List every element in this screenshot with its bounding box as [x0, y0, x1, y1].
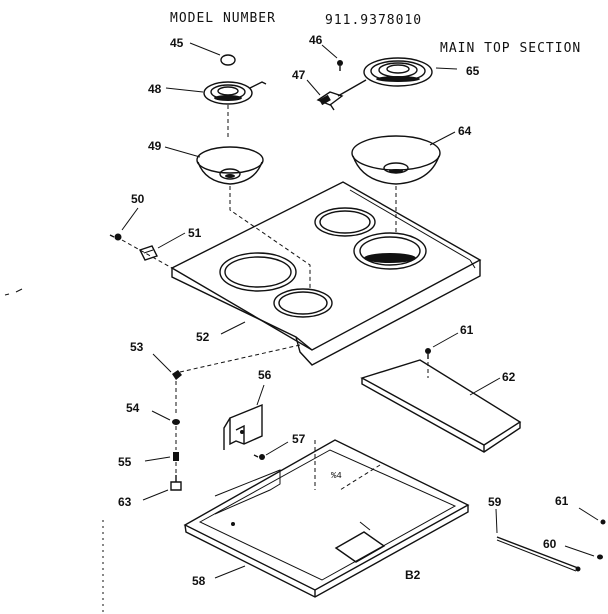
- part-50-screw: [109, 233, 122, 241]
- leader-53: [152, 353, 172, 373]
- leader-51: [157, 232, 186, 249]
- leader-45: [189, 42, 221, 56]
- part-label-60: 60: [543, 537, 557, 551]
- part-label-55: 55: [118, 455, 132, 469]
- leader-47: [306, 79, 321, 96]
- part-label-65: 65: [466, 64, 480, 78]
- part-63-bolt: [170, 475, 182, 491]
- leader-60: [564, 545, 595, 557]
- part-52-main-top: [170, 181, 482, 366]
- part-label-50: 50: [131, 192, 145, 206]
- part-61-screw-upper: [425, 348, 431, 359]
- leader-59: [495, 508, 498, 534]
- leader-56: [256, 384, 265, 406]
- model-number-label: MODEL NUMBER: [170, 11, 276, 26]
- leader-61-lower: [578, 507, 599, 521]
- part-label-47: 47: [292, 68, 306, 82]
- leader-50: [121, 207, 139, 231]
- leader-57: [265, 441, 289, 456]
- part-label-46: 46: [309, 33, 323, 47]
- part-45-ring: [220, 54, 236, 66]
- part-label-51: 51: [188, 226, 202, 240]
- part-label-61-lower: 61: [555, 494, 569, 508]
- part-label-62: 62: [502, 370, 516, 384]
- stray-mark: [15, 288, 23, 293]
- part-59-rod: [496, 536, 581, 572]
- model-number-value: 911.9378010: [325, 13, 422, 28]
- part-60-nut: [597, 554, 603, 560]
- part-54-washer: [172, 419, 180, 425]
- part-label-64: 64: [458, 124, 472, 138]
- leader-52: [220, 321, 246, 335]
- leader-61-upper: [432, 332, 459, 348]
- part-56-bracket: [223, 403, 263, 450]
- part-53-nut: [172, 370, 182, 380]
- alignment-line: [121, 239, 173, 269]
- part-55-spacer: [173, 452, 179, 461]
- part-label-63: 63: [118, 495, 132, 509]
- part-label-53: 53: [130, 340, 144, 354]
- alignment-line: [179, 344, 301, 373]
- part-61-screw-lower: [600, 519, 606, 525]
- part-label-61-upper: 61: [460, 323, 474, 337]
- leader-54: [151, 410, 171, 421]
- leader-48: [165, 87, 204, 93]
- part-46-screw: [337, 60, 343, 71]
- part-49-small-drip-pan: [196, 146, 264, 185]
- svg-text:%4: %4: [331, 471, 342, 481]
- part-label-59: 59: [488, 495, 502, 509]
- page-code: B2: [405, 568, 421, 582]
- leader-49: [164, 146, 201, 158]
- part-51-clip: [139, 245, 158, 261]
- stray-mark: [4, 293, 10, 296]
- leader-63: [142, 489, 169, 501]
- part-64-large-drip-pan: [351, 135, 441, 185]
- part-label-56: 56: [258, 368, 272, 382]
- part-label-52: 52: [196, 330, 210, 344]
- alignment-line: [229, 186, 311, 290]
- part-47-receptacle: [316, 91, 344, 111]
- leader-58: [214, 565, 246, 579]
- leader-55: [144, 456, 171, 462]
- section-title: MAIN TOP SECTION: [440, 41, 581, 56]
- leader-65: [435, 67, 458, 70]
- leader-64: [429, 131, 456, 146]
- part-48-small-element: [203, 81, 267, 105]
- part-label-49: 49: [148, 139, 162, 153]
- leader-62: [469, 377, 501, 396]
- alignment-line: [314, 440, 381, 491]
- part-label-54: 54: [126, 401, 140, 415]
- part-65-large-element: [337, 57, 433, 97]
- part-label-48: 48: [148, 82, 162, 96]
- leader-46: [321, 44, 338, 59]
- part-57-screw: [253, 454, 265, 460]
- part-label-58: 58: [192, 574, 206, 588]
- part-58-bottom-pan: %4: [183, 439, 470, 598]
- part-label-45: 45: [170, 36, 184, 50]
- part-62-panel: [360, 359, 522, 453]
- part-label-57: 57: [292, 432, 306, 446]
